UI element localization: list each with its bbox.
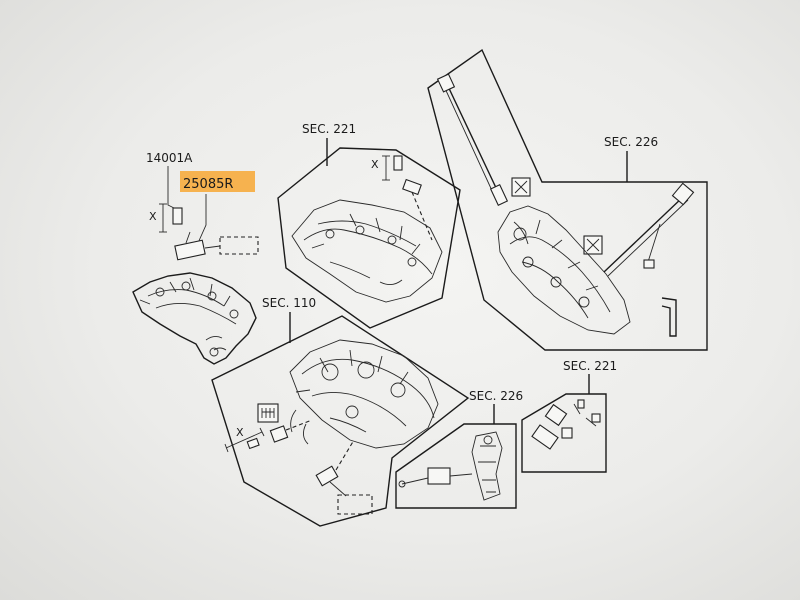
torque-mark-top-left: X xyxy=(149,203,183,233)
section-box-sec-221-bottom xyxy=(521,393,607,473)
x-mark: X xyxy=(149,210,157,223)
part-highlight-box xyxy=(180,171,255,192)
section-label-sec-226-top[interactable]: SEC. 226 xyxy=(604,135,658,149)
x-mark: X xyxy=(371,158,379,171)
section-label-sec-221-top[interactable]: SEC. 221 xyxy=(302,122,356,136)
torque-mark-sec-110: X xyxy=(224,419,313,453)
section-box-sec-110 xyxy=(211,315,470,527)
exhaust-manifold-illustration xyxy=(497,205,631,335)
cylinder-head-illustration xyxy=(291,199,443,303)
camshaft-sensor-illustration xyxy=(531,399,601,450)
sensor-part-25085r[interactable] xyxy=(174,231,206,261)
section-box-sec-226-top xyxy=(427,48,708,351)
knock-sensor-part[interactable] xyxy=(315,439,373,515)
torque-symbol-sec-110 xyxy=(257,403,279,423)
section-box-sec-221-top xyxy=(277,147,461,329)
torque-symbol-box xyxy=(511,177,603,255)
section-label-sec-110[interactable]: SEC. 110 xyxy=(262,296,316,310)
section-box-sec-226-bottom xyxy=(395,423,517,509)
part-number-14001a[interactable]: 14001A xyxy=(146,151,193,165)
egr-sensor-illustration xyxy=(398,431,503,501)
x-mark: X xyxy=(236,426,244,439)
section-label-sec-226-bottom[interactable]: SEC. 226 xyxy=(469,389,523,403)
intake-manifold-illustration xyxy=(132,272,257,365)
part-number-25085r[interactable]: 25085R xyxy=(183,177,233,192)
oxygen-sensor-upper[interactable] xyxy=(436,73,509,207)
engine-block-illustration xyxy=(289,339,439,449)
torque-mark-sec-221-top: X xyxy=(371,155,433,241)
section-label-sec-221-bottom[interactable]: SEC. 221 xyxy=(563,359,617,373)
oxygen-sensor-lower[interactable] xyxy=(603,182,695,277)
bracket-part xyxy=(661,297,677,337)
